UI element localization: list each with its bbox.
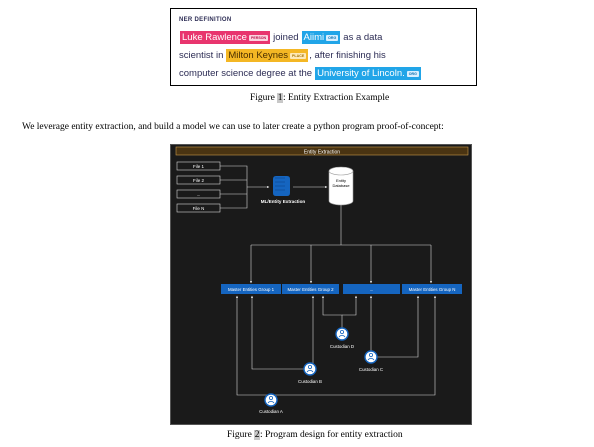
entity-text: University of Lincoln. bbox=[317, 68, 405, 79]
custodian-a-line-1 bbox=[235, 295, 267, 396]
entity-tag: ORG bbox=[406, 70, 419, 77]
entity-tag: PLACE bbox=[290, 52, 307, 59]
caption-prefix: Figure bbox=[227, 430, 255, 440]
ner-text: joined bbox=[273, 32, 299, 43]
group-box bbox=[221, 284, 281, 294]
ner-text: , after finishing his bbox=[309, 50, 386, 61]
ner-text: as a data bbox=[343, 32, 383, 43]
db-label-1: Entity bbox=[336, 178, 346, 183]
custodian-b-line-1 bbox=[250, 295, 305, 370]
file-bracket bbox=[220, 165, 248, 209]
custodian-a-line-2 bbox=[275, 295, 437, 396]
custodian-c-icon bbox=[364, 350, 378, 364]
custodian-d-icon bbox=[335, 327, 349, 341]
ml-label: ML/Entity Extraction bbox=[261, 199, 306, 204]
file-label: ... bbox=[197, 192, 201, 197]
entity-place: Milton Keynes PLACE bbox=[226, 49, 309, 62]
group-box bbox=[282, 284, 339, 294]
entity-org: Aiimi ORG bbox=[301, 31, 341, 44]
entity-text: Luke Rawlence bbox=[182, 32, 247, 43]
diagram-header-bar bbox=[175, 146, 469, 156]
caption-number: 2 bbox=[254, 430, 260, 440]
body-paragraph: We leverage entity extraction, and build… bbox=[22, 122, 444, 132]
custodian-a-icon bbox=[264, 393, 278, 407]
caption-number: 1 bbox=[277, 93, 283, 103]
db-label-2: Database bbox=[332, 183, 350, 188]
figure-1-caption: Figure 1: Entity Extraction Example bbox=[250, 93, 389, 103]
custodian-d-line-1 bbox=[321, 295, 343, 328]
ner-text: scientist in bbox=[179, 50, 224, 61]
group-label: Master Entities Group N bbox=[409, 287, 456, 292]
ner-definition-box: NER DEFINITION Luke Rawlence PERSON join… bbox=[170, 8, 477, 86]
entity-text: Aiimi bbox=[303, 32, 325, 43]
entity-person: Luke Rawlence PERSON bbox=[180, 31, 271, 44]
entity-org: University of Lincoln. ORG bbox=[315, 67, 421, 80]
custodian-b-label: Custodian B bbox=[298, 379, 322, 384]
custodian-c-line-1 bbox=[377, 295, 420, 358]
diagram-header: Entity Extraction bbox=[304, 149, 340, 155]
file-label: File 2 bbox=[193, 178, 205, 183]
database-icon bbox=[328, 166, 354, 206]
file-label: File N bbox=[193, 206, 205, 211]
group-label: Master Entities Group 1 bbox=[228, 287, 275, 292]
caption-text: : Program design for entity extraction bbox=[259, 430, 403, 440]
figure-2-caption: Figure 2: Program design for entity extr… bbox=[227, 430, 403, 440]
file-label: File 1 bbox=[193, 164, 205, 169]
program-design-diagram: Entity Extraction File 1 File 2 ... File… bbox=[170, 144, 472, 425]
ner-line-1: Luke Rawlence PERSON joined Aiimi ORG as… bbox=[179, 31, 384, 44]
custodian-d-label: Custodian D bbox=[330, 344, 354, 349]
diagram-canvas: Entity Extraction File 1 File 2 ... File… bbox=[175, 146, 469, 414]
caption-text: : Entity Extraction Example bbox=[282, 93, 390, 103]
group-label: ... bbox=[370, 287, 374, 292]
custodian-b-icon bbox=[303, 362, 317, 376]
entity-tag: PERSON bbox=[248, 34, 269, 41]
ml-scroll-icon bbox=[273, 176, 290, 196]
ner-title: NER DEFINITION bbox=[179, 17, 232, 23]
custodian-a-label: Custodian A bbox=[259, 409, 283, 414]
entity-tag: ORG bbox=[326, 34, 339, 41]
ner-line-2: scientist in Milton Keynes PLACE , after… bbox=[179, 49, 388, 62]
ner-text: computer science degree at the bbox=[179, 68, 313, 79]
group-box bbox=[343, 284, 400, 294]
ner-line-3: computer science degree at the Universit… bbox=[179, 67, 422, 80]
file-list: File 1 File 2 ... File N bbox=[176, 161, 221, 213]
custodian-d-line-2 bbox=[342, 295, 358, 316]
entity-text: Milton Keynes bbox=[228, 50, 289, 61]
custodian-c-label: Custodian C bbox=[359, 367, 383, 372]
group-label: Master Entities Group 2 bbox=[287, 287, 334, 292]
caption-prefix: Figure bbox=[250, 93, 278, 103]
group-box bbox=[402, 284, 462, 294]
